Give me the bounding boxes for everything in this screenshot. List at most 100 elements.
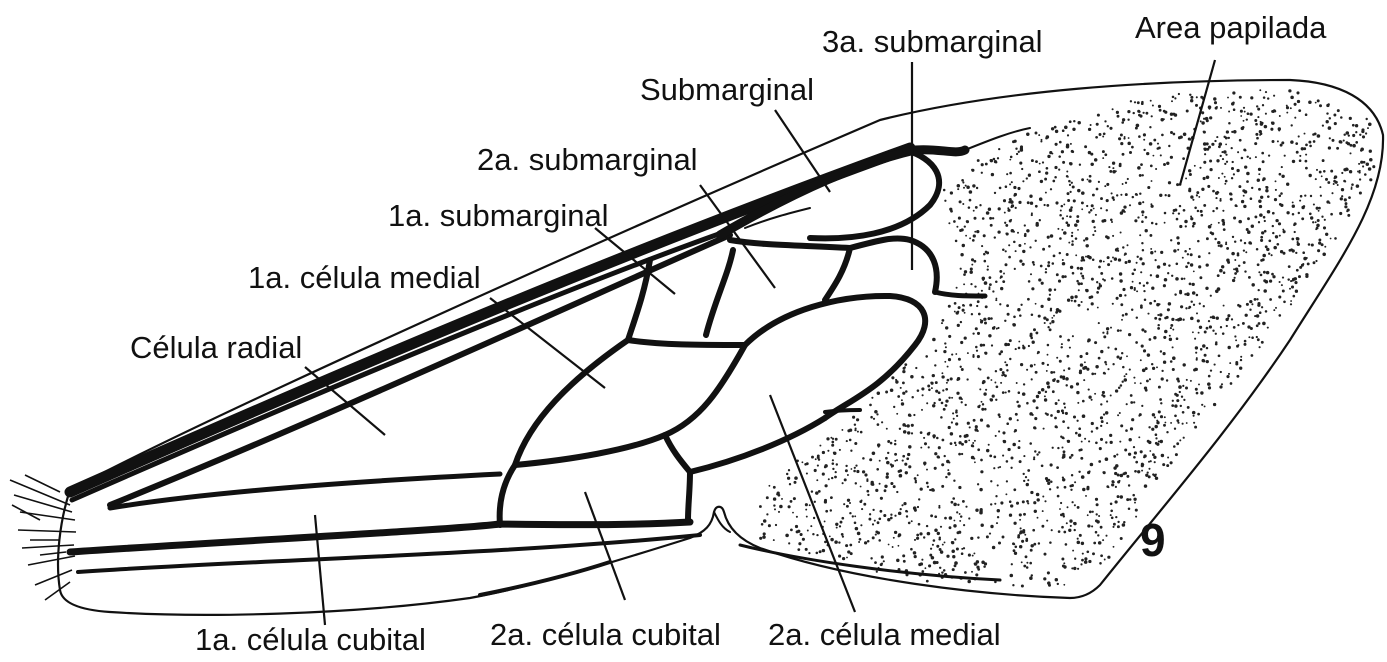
- stipple-dot: [1345, 202, 1348, 205]
- stipple-dot: [1155, 477, 1158, 480]
- stipple-dot: [1118, 137, 1121, 140]
- stipple-dot: [993, 467, 995, 469]
- stipple-dot: [815, 458, 817, 460]
- stipple-dot: [1163, 361, 1166, 364]
- stipple-dot: [1219, 244, 1222, 247]
- stipple-dot: [1061, 446, 1063, 448]
- stipple-dot: [1094, 230, 1096, 232]
- stipple-dot: [972, 555, 974, 557]
- stipple-dot: [1141, 242, 1143, 244]
- stipple-dot: [1301, 217, 1304, 220]
- stipple-dot: [1045, 391, 1047, 393]
- stipple-dot: [831, 477, 833, 479]
- stipple-dot: [1017, 232, 1019, 234]
- stipple-dot: [1197, 413, 1200, 416]
- stipple-dot: [1032, 399, 1035, 402]
- stipple-dot: [1197, 319, 1200, 322]
- stipple-dot: [1243, 120, 1245, 122]
- stipple-dot: [1095, 214, 1097, 216]
- stipple-dot: [1091, 422, 1094, 425]
- stipple-dot: [1133, 112, 1135, 114]
- stipple-dot: [1222, 158, 1224, 160]
- stipple-dot: [797, 548, 800, 551]
- stipple-dot: [1301, 264, 1304, 267]
- stipple-dot: [1099, 447, 1102, 450]
- stipple-dot: [1140, 382, 1142, 384]
- stipple-dot: [920, 487, 923, 490]
- stipple-dot: [1305, 113, 1308, 116]
- stipple-dot: [1071, 150, 1074, 153]
- stipple-dot: [1011, 204, 1014, 207]
- stipple-dot: [795, 525, 798, 528]
- stipple-dot: [1231, 177, 1233, 179]
- stipple-dot: [1194, 338, 1196, 340]
- stipple-dot: [1158, 441, 1160, 443]
- stipple-dot: [1163, 110, 1166, 113]
- stipple-dot: [846, 557, 848, 559]
- stipple-dot: [845, 469, 848, 472]
- stipple-dot: [1032, 341, 1035, 344]
- stipple-dot: [948, 335, 951, 338]
- stipple-dot: [1206, 237, 1209, 240]
- stipple-dot: [1155, 259, 1157, 261]
- stipple-dot: [1019, 532, 1022, 535]
- stipple-dot: [893, 537, 895, 539]
- stipple-dot: [1183, 363, 1186, 366]
- stipple-dot: [1181, 396, 1183, 398]
- stipple-dot: [1063, 450, 1066, 453]
- stipple-dot: [836, 463, 838, 465]
- stipple-dot: [1085, 495, 1087, 497]
- stipple-dot: [1164, 278, 1168, 282]
- stipple-dot: [1266, 248, 1269, 251]
- stipple-dot: [1052, 390, 1055, 393]
- stipple-dot: [995, 161, 997, 163]
- stipple-dot: [1164, 422, 1166, 424]
- stipple-dot: [1359, 191, 1362, 194]
- stipple-dot: [931, 556, 935, 560]
- stipple-dot: [1258, 188, 1261, 191]
- stipple-dot: [908, 414, 911, 417]
- stipple-dot: [950, 377, 953, 380]
- stipple-dot: [1063, 515, 1065, 517]
- stipple-dot: [801, 461, 803, 463]
- stipple-dot: [1360, 148, 1364, 152]
- stipple-dot: [1100, 272, 1103, 275]
- stipple-dot: [1200, 391, 1203, 394]
- stipple-dot: [943, 189, 946, 192]
- stipple-dot: [1098, 515, 1100, 517]
- stipple-dot: [1002, 455, 1004, 457]
- stipple-dot: [1141, 405, 1143, 407]
- stipple-dot: [1052, 180, 1055, 183]
- stipple-dot: [1050, 371, 1053, 374]
- stipple-dot: [1057, 228, 1059, 230]
- stipple-dot: [1088, 470, 1090, 472]
- stipple-dot: [1369, 150, 1372, 153]
- stipple-dot: [1195, 352, 1197, 354]
- stipple-dot: [885, 391, 888, 394]
- stipple-dot: [1333, 183, 1335, 185]
- stipple-dot: [906, 457, 909, 460]
- stipple-dot: [876, 468, 879, 471]
- stipple-dot: [1213, 403, 1216, 406]
- stipple-dot: [1230, 382, 1233, 385]
- stipple-dot: [1190, 380, 1192, 382]
- stipple-dot: [1173, 133, 1176, 136]
- stipple-dot: [965, 185, 967, 187]
- stipple-dot: [1308, 141, 1311, 144]
- stipple-dot: [1133, 269, 1136, 272]
- stipple-dot: [1365, 118, 1367, 120]
- stipple-dot: [878, 446, 880, 448]
- stipple-dot: [953, 520, 955, 522]
- stipple-dot: [1122, 523, 1126, 527]
- stipple-dot: [1033, 501, 1036, 504]
- stipple-dot: [952, 497, 955, 500]
- stipple-dot: [925, 355, 928, 358]
- stipple-dot: [1257, 116, 1259, 118]
- stipple-dot: [1212, 190, 1215, 193]
- stipple-dot: [1223, 305, 1225, 307]
- stipple-dot: [1214, 238, 1216, 240]
- stipple-dot: [1041, 282, 1044, 285]
- stipple-dot: [1344, 181, 1346, 183]
- stipple-dot: [1195, 346, 1198, 349]
- stipple-dot: [1192, 199, 1194, 201]
